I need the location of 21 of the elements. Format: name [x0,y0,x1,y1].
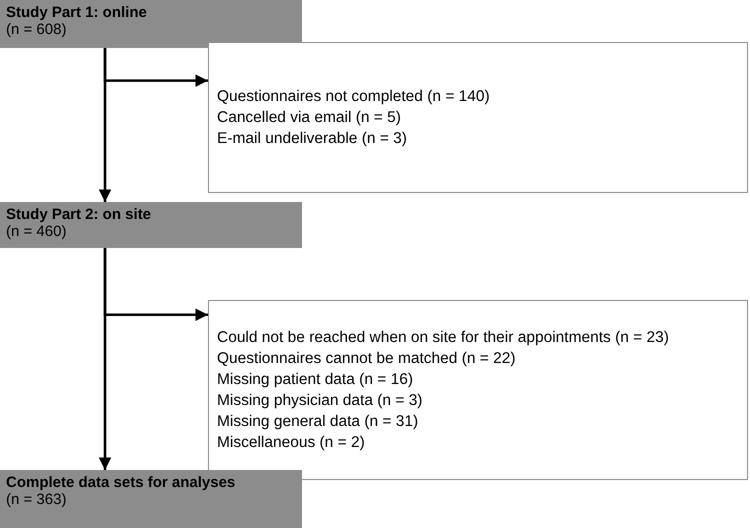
exclusion-reason: Questionnaires not completed (n = 140) [217,87,491,107]
box-heading: Study Part 2: on site [6,206,152,223]
arrow [98,248,112,470]
box-heading: Complete data sets for analyses [6,474,236,491]
exclusion-box [208,42,748,193]
exclusion-reason: Missing patient data (n = 16) [217,370,414,390]
count-text: (n = 460) [6,223,68,240]
process-box [0,202,302,248]
box-heading: Study Part 1: online [6,4,148,21]
count-text: (n = 363) [6,491,68,508]
count-text: (n = 608) [6,21,68,38]
exclusion-reason: Missing general data (n = 31) [217,412,420,432]
exclusion-reason: Questionnaires cannot be matched (n = 22) [217,349,517,369]
arrow [98,48,112,202]
process-box [0,0,302,48]
exclusion-reason: Could not be reached when on site for their appointments (n = 23) [217,328,670,348]
exclusion-reason: E-mail undeliverable (n = 3) [217,129,408,149]
exclusion-reason: Missing physician data (n = 3) [217,391,424,411]
process-box [0,470,302,528]
exclusion-reason: Cancelled via email (n = 5) [217,108,402,128]
exclusion-reason: Miscellaneous (n = 2) [217,433,366,453]
